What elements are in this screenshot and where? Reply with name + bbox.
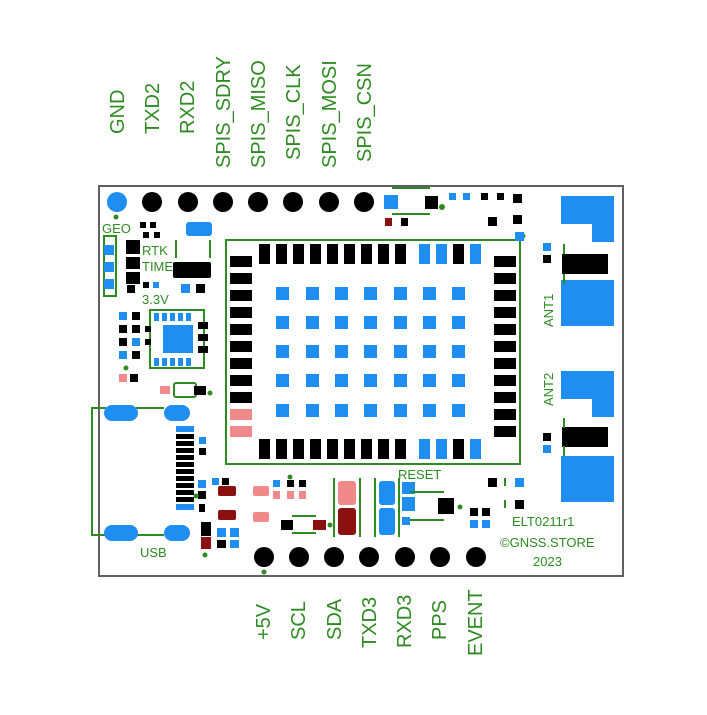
bottom-pin-label: EVENT (465, 589, 487, 656)
pin (319, 192, 339, 212)
pin (466, 547, 486, 567)
pin (178, 192, 198, 212)
bottom-pin-labels: +5V SCL SDA TXD3 RXD3 PPS EVENT (253, 589, 487, 656)
module-top-pads (259, 244, 481, 264)
module-left-pads (230, 256, 252, 437)
label-usb: USB (140, 545, 167, 560)
pin (283, 192, 303, 212)
pin (430, 547, 450, 567)
label-year: 2023 (533, 554, 562, 569)
usb-connector (91, 382, 213, 558)
top-pin-label: SPIS_CLK (283, 64, 305, 160)
top-pin-label: RXD2 (177, 81, 199, 134)
module-center-pads (276, 287, 465, 417)
pin (213, 192, 233, 212)
label-time: TIME (142, 259, 173, 274)
pin (359, 547, 379, 567)
silkscreen-labels: GEO RTK TIME 3.3V ANT1 ANT2 USB RESET EL… (102, 221, 595, 569)
label-part-number: ELT0211r1 (512, 514, 574, 529)
label-reset: RESET (398, 467, 441, 482)
bottom-pin-row (254, 547, 486, 575)
top-pin-label: GND (107, 90, 129, 134)
bottom-pin-label: RXD3 (394, 595, 416, 648)
label-ant1: ANT1 (541, 294, 556, 327)
pin (395, 547, 415, 567)
pin-gnd (107, 192, 127, 212)
top-pin-row (107, 192, 374, 212)
top-pin-label: SPIS_CSN (354, 63, 376, 162)
pin (254, 547, 274, 567)
pin1-marker (261, 569, 267, 575)
pin (248, 192, 268, 212)
bottom-pin-label: +5V (253, 603, 275, 640)
module-outline (225, 239, 521, 465)
label-ant2: ANT2 (541, 373, 556, 406)
bottom-passives (212, 474, 524, 548)
top-pin-label: SPIS_SDRY (213, 56, 235, 168)
top-right-parts (384, 187, 524, 241)
bottom-pin-label: PPS (429, 600, 451, 640)
gnd-marker (113, 214, 119, 220)
label-rtk: RTK (142, 243, 168, 258)
label-3v3: 3.3V (142, 292, 169, 307)
left-led-cluster (103, 222, 212, 297)
antenna-connector-1 (543, 196, 614, 326)
bottom-pin-label: SDA (324, 598, 346, 640)
module-right-pads (494, 256, 516, 437)
gnss-module (225, 233, 526, 465)
bottom-pin-label: TXD3 (359, 597, 381, 648)
top-pin-label: TXD2 (142, 83, 164, 134)
label-geo: GEO (102, 221, 131, 236)
pin (354, 192, 374, 212)
pin (289, 547, 309, 567)
top-pin-label: SPIS_MOSI (319, 60, 341, 168)
top-pin-labels: GND TXD2 RXD2 SPIS_SDRY SPIS_MISO SPIS_C… (107, 56, 376, 168)
bottom-pin-label: SCL (288, 601, 310, 640)
pin (142, 192, 162, 212)
top-pin-label: SPIS_MISO (248, 60, 270, 168)
pin (324, 547, 344, 567)
module-bottom-pads (259, 439, 481, 459)
regulator-ic (119, 309, 208, 382)
label-copyright: ©GNSS.STORE (500, 535, 595, 550)
antenna-connector-2 (543, 371, 614, 502)
